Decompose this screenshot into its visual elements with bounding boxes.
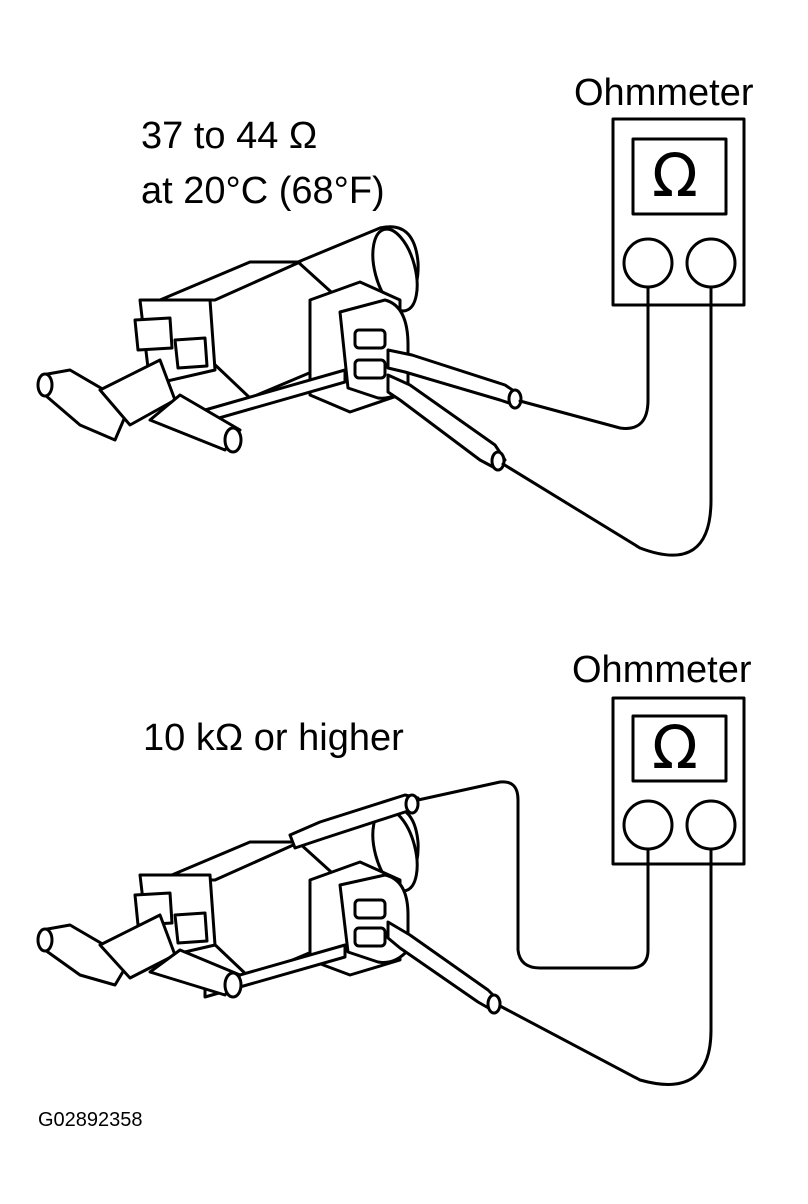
top-ohmmeter-label: Ohmmeter: [574, 72, 754, 114]
test-lead-lower: [501, 285, 713, 557]
test-probe-body: [288, 793, 420, 850]
test-probe-lower: [386, 373, 507, 472]
top-spec-resistance: 37 to 44 Ω: [141, 115, 318, 157]
top-diagram: [36, 117, 746, 557]
ohmmeter-terminal-right: [685, 237, 737, 289]
figure-id: G02892358: [38, 1109, 143, 1131]
top-ohm-symbol: Ω: [652, 141, 698, 211]
test-probe-upper: [386, 348, 523, 410]
test-lead-upper: [416, 780, 650, 970]
vsv-solenoid: [36, 805, 420, 999]
bottom-ohm-symbol: Ω: [652, 713, 698, 783]
ohmmeter-terminal-left: [622, 799, 674, 851]
test-probe-connector: [386, 920, 502, 1015]
bottom-ohmmeter-label: Ohmmeter: [572, 649, 752, 691]
top-spec-temperature: at 20°C (68°F): [141, 170, 385, 212]
test-lead-upper: [518, 285, 650, 430]
test-lead-lower: [498, 847, 713, 1086]
ohmmeter-terminal-left: [622, 237, 674, 289]
vsv-solenoid: [36, 225, 420, 454]
ohmmeter-display: [631, 137, 728, 216]
bottom-spec-resistance: 10 kΩ or higher: [143, 717, 404, 759]
ohmmeter-terminal-right: [685, 799, 737, 851]
